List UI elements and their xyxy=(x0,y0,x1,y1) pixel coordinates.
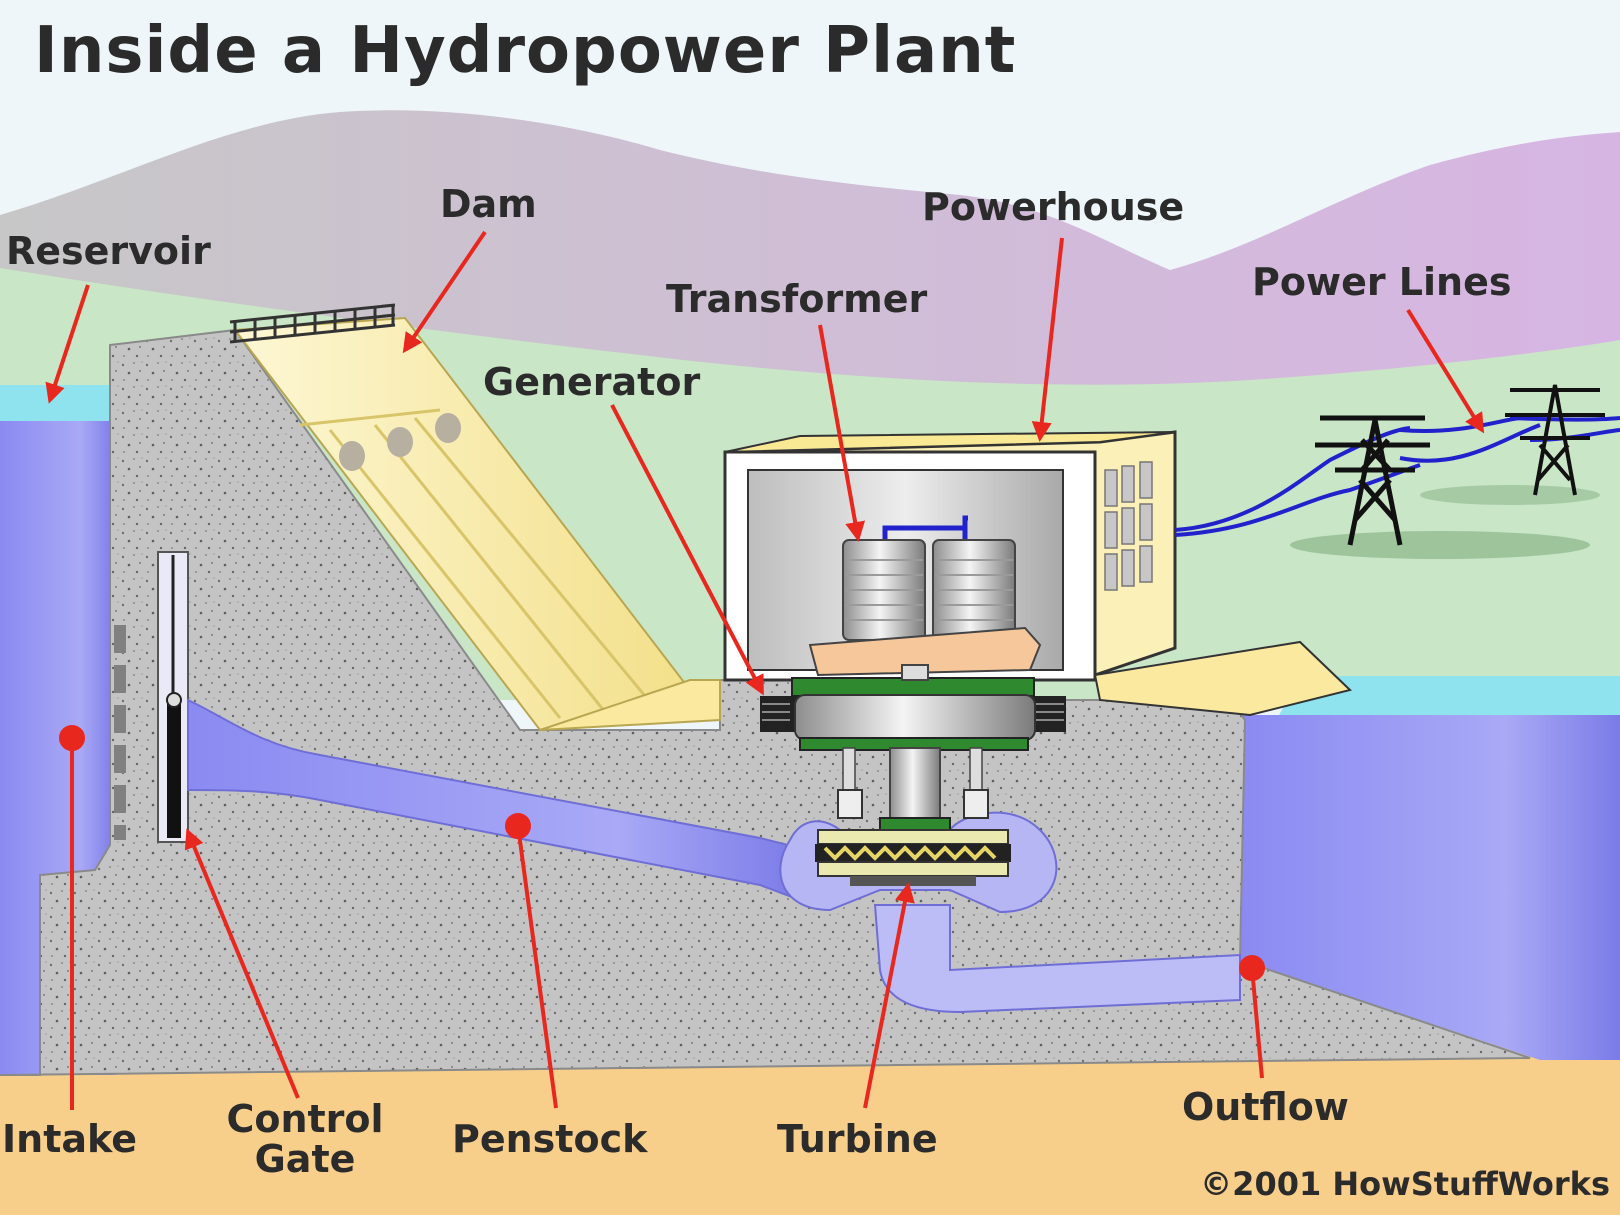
transmission-tower-far xyxy=(1505,384,1605,496)
copyright-notice: ©2001 HowStuffWorks xyxy=(1200,1165,1610,1203)
powerhouse-arrow xyxy=(1031,237,1064,442)
label-power-lines: Power Lines xyxy=(1252,260,1512,304)
transmission-tower-near xyxy=(1315,415,1430,546)
label-powerhouse: Powerhouse xyxy=(922,185,1185,229)
label-control-gate: Control Gate xyxy=(220,1097,390,1181)
label-intake: Intake xyxy=(2,1117,138,1161)
transformer-arrow xyxy=(818,324,866,542)
turbine-shaft xyxy=(837,747,989,829)
downstream-water xyxy=(1240,715,1620,1060)
diagram-title: Inside a Hydropower Plant xyxy=(34,14,1017,88)
ground xyxy=(0,1040,1620,1215)
label-outflow: Outflow xyxy=(1182,1085,1349,1129)
control-gate-arrow xyxy=(184,828,300,1099)
turbine-arrow xyxy=(863,882,915,1109)
reservoir-surface xyxy=(0,385,115,421)
control-gate xyxy=(167,700,181,838)
generator xyxy=(760,664,1066,751)
label-control-gate-line2: Gate xyxy=(254,1136,356,1181)
dam-railing xyxy=(229,303,396,344)
power-lines-arrow xyxy=(1406,308,1485,434)
draft-tube xyxy=(873,904,1241,1014)
label-penstock: Penstock xyxy=(452,1117,648,1161)
label-transformer: Transformer xyxy=(666,277,928,321)
pointer-arrows xyxy=(45,230,1485,1109)
label-turbine: Turbine xyxy=(777,1117,938,1161)
turbine xyxy=(815,817,1011,886)
dam-arrow xyxy=(402,230,487,354)
label-dam: Dam xyxy=(440,182,537,226)
outflow-pointer xyxy=(1250,967,1264,1079)
penstock-pointer xyxy=(516,825,558,1109)
power-lines xyxy=(1174,416,1620,537)
label-generator: Generator xyxy=(483,360,701,404)
reservoir-arrow xyxy=(45,284,90,404)
transformer xyxy=(808,515,1042,677)
generator-arrow xyxy=(610,404,764,696)
label-reservoir: Reservoir xyxy=(6,229,211,273)
pointer-dots xyxy=(59,725,1265,1110)
label-control-gate-line1: Control xyxy=(226,1097,384,1141)
